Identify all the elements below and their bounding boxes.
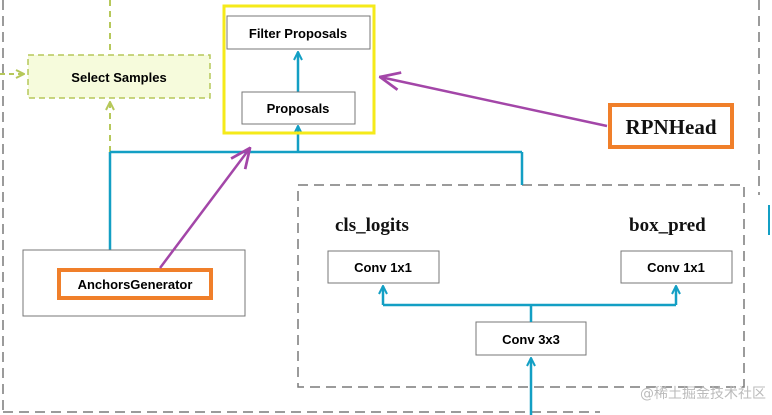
conv-3x3-box: [475, 321, 587, 356]
proposals-highlight-box: [222, 4, 376, 135]
rpn-head-pointer-arrow: [380, 77, 608, 128]
rpn-head-label: RPNHead: [626, 115, 717, 139]
conv-box-label: Conv 1x1: [647, 260, 705, 275]
proposals-box: [241, 91, 356, 125]
conv-box-box: [620, 250, 733, 284]
select-samples-label: Select Samples: [71, 70, 166, 85]
proposals-label: Proposals: [267, 101, 330, 116]
select-samples-box: [27, 54, 211, 99]
conv-cls-label: Conv 1x1: [354, 260, 412, 275]
conv-cls-box: [327, 250, 440, 284]
watermark: @稀土掘金技术社区: [640, 386, 766, 402]
cls-logits-label: cls_logits: [335, 215, 409, 236]
rpn-head-box: [608, 103, 734, 149]
filter-proposals-label: Filter Proposals: [249, 26, 347, 41]
conv-3x3-label: Conv 3x3: [502, 332, 560, 347]
rpn-head-region: [297, 184, 745, 388]
filter-proposals-box: [226, 15, 371, 50]
anchors-pointer-arrow: [159, 148, 250, 269]
anchors-generator-label: AnchorsGenerator: [78, 277, 193, 292]
box-pred-label: box_pred: [629, 215, 706, 236]
anchors-generator-box: [57, 268, 213, 300]
